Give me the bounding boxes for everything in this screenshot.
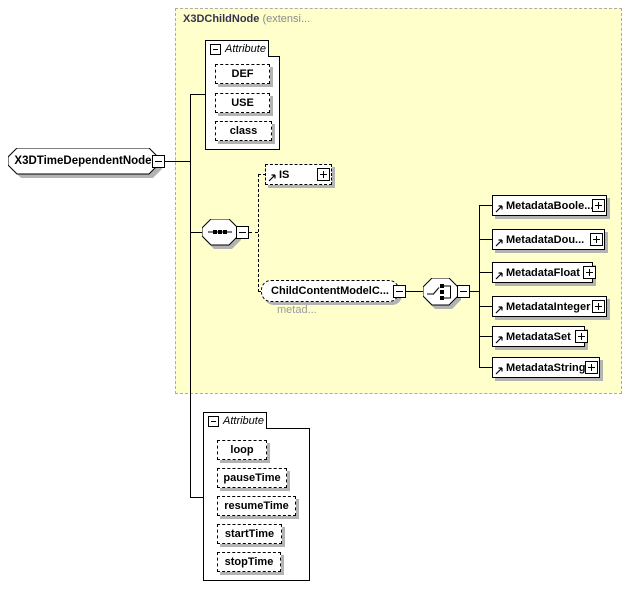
connector-line [190,497,204,498]
element-label: MetadataFloat [506,266,580,279]
reference-arrow-icon [495,306,503,314]
sequence-collapse-minus-icon[interactable] [236,226,249,239]
element-IS-label: IS [279,168,290,181]
choice-compositor-icon[interactable] [423,278,463,311]
connector-line [479,239,492,240]
attribute-class[interactable]: class [215,121,272,141]
reference-arrow-icon [495,205,503,213]
expand-plus-icon[interactable] [592,300,605,313]
element-MetadataFloat[interactable]: MetadataFloat [492,262,596,283]
base-type-name: X3DChildNode [183,13,260,25]
reference-arrow-icon [495,367,503,375]
reference-arrow-icon [495,272,503,280]
attribute-group-bottom-tab[interactable]: Attribute [203,412,267,429]
attribute-group-bottom-header: Attribute [223,415,264,427]
choice-collapse-minus-icon[interactable] [457,285,470,298]
connector-trunk [190,94,191,497]
root-node-shape [8,148,162,178]
IS-expand-plus-icon[interactable] [317,168,330,181]
attribute-group-top-header: Attribute [225,43,266,55]
connector-line [190,232,203,233]
attribute-startTime[interactable]: startTime [217,524,282,544]
element-IS[interactable]: IS [265,164,332,185]
reference-arrow-icon [268,174,276,182]
dashed-connector [258,174,266,175]
expand-plus-icon[interactable] [583,266,596,279]
ChildContentModel-collapse-minus-icon[interactable] [393,285,406,298]
connector-line [479,306,492,307]
element-label: MetadataString [506,361,586,374]
connector-line [190,94,206,95]
element-label: MetadataBoole... [506,199,594,212]
attribute-stopTime[interactable]: stopTime [217,552,281,572]
sequence-compositor-icon[interactable] [202,219,243,250]
attribute-DEF[interactable]: DEF [215,64,270,84]
element-label: MetadataDou... [506,233,585,246]
attribute-USE[interactable]: USE [215,93,270,113]
root-node[interactable]: X3DTimeDependentNode [14,155,152,167]
element-label: MetadataSet [506,330,571,343]
element-MetadataString[interactable]: MetadataString [492,357,600,378]
element-MetadataBoolean[interactable]: MetadataBoole... [492,195,607,216]
connector-line [165,161,191,162]
element-MetadataSet[interactable]: MetadataSet [492,326,588,347]
reference-arrow-icon [495,336,503,344]
expand-plus-icon[interactable] [575,330,588,343]
group-occurrence-caption: metad... [277,304,317,316]
expand-plus-icon[interactable] [590,233,603,246]
connector-line [479,336,492,337]
element-MetadataDouble[interactable]: MetadataDou... [492,229,605,250]
base-type-suffix: (extensi... [262,13,311,25]
expand-plus-icon[interactable] [592,199,605,212]
collapse-minus-icon[interactable] [208,415,219,427]
root-collapse-minus-icon[interactable] [152,155,165,168]
group-ChildContentModel[interactable]: ChildContentModelC... [261,280,399,302]
attribute-group-top-tab[interactable]: Attribute [205,40,269,57]
attribute-pauseTime[interactable]: pauseTime [217,468,287,488]
connector-line [479,205,492,206]
connector-line [479,367,492,368]
connector-line [479,272,492,273]
dashed-connector [249,232,258,233]
extension-container-title: X3DChildNode (extensi... [183,13,310,25]
attribute-loop[interactable]: loop [217,440,267,460]
collapse-minus-icon[interactable] [210,43,221,55]
element-label: MetadataInteger [506,300,591,313]
dashed-connector [258,174,259,292]
group-ChildContentModel-label: ChildContentModelC... [271,285,389,297]
element-MetadataInteger[interactable]: MetadataInteger [492,296,607,317]
attribute-resumeTime[interactable]: resumeTime [217,496,296,516]
connector-trunk [479,205,480,368]
expand-plus-icon[interactable] [585,361,598,374]
reference-arrow-icon [495,239,503,247]
dashed-connector [258,291,263,292]
connector-line [470,291,479,292]
connector-line [406,291,423,292]
